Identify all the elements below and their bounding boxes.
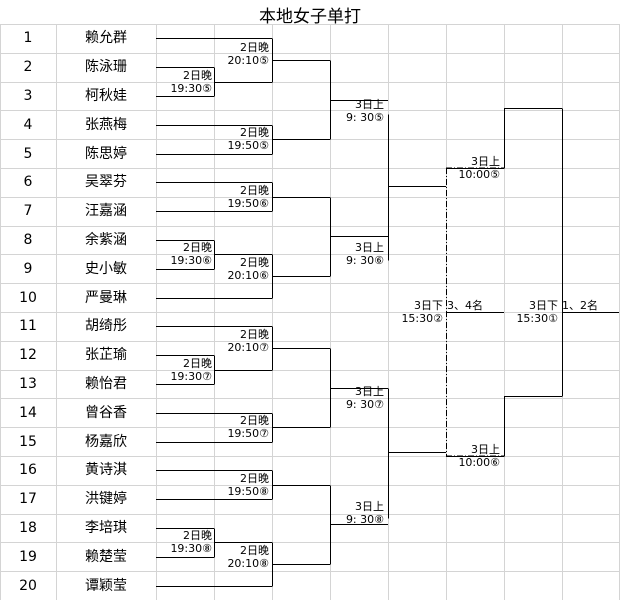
player-name: 杨嘉欣 (85, 434, 127, 450)
player-name: 余紫涵 (85, 232, 127, 248)
player-name: 张燕梅 (85, 117, 127, 133)
player-number: 3 (23, 88, 33, 104)
player-name: 赖允群 (85, 30, 127, 46)
page-title: 本地女子单打 (259, 7, 361, 27)
player-number: 17 (19, 491, 37, 507)
player-number: 18 (19, 520, 37, 536)
player-number: 5 (23, 146, 33, 162)
player-name: 吴翠芬 (85, 174, 127, 190)
player-name: 汪嘉涵 (85, 203, 127, 219)
player-number: 12 (19, 347, 37, 363)
player-name: 陈思婷 (85, 146, 127, 162)
player-name: 严曼琳 (85, 290, 127, 306)
player-number: 19 (19, 549, 37, 565)
player-name: 李培琪 (85, 520, 127, 536)
player-number: 7 (23, 203, 33, 219)
player-name: 胡绮彤 (85, 318, 127, 334)
player-number: 9 (23, 261, 33, 277)
player-name: 赖怡君 (85, 376, 127, 392)
player-number: 6 (23, 174, 33, 190)
player-number: 16 (19, 462, 37, 478)
player-name: 柯秋娃 (85, 88, 127, 104)
player-name: 陈泳珊 (85, 59, 127, 75)
player-number: 14 (19, 405, 37, 421)
third-fourth-place-label: 3、4名 (447, 299, 483, 312)
player-name: 赖楚莹 (85, 549, 127, 565)
first-second-place-label: 1、2名 (562, 299, 598, 312)
player-number: 13 (19, 376, 37, 392)
player-name: 史小敏 (85, 261, 127, 277)
player-number: 8 (23, 232, 33, 248)
player-number: 11 (19, 318, 37, 334)
player-number: 10 (19, 290, 37, 306)
player-name: 曾谷香 (85, 405, 127, 421)
player-name: 黄诗淇 (85, 462, 127, 478)
player-name: 谭颖莹 (85, 578, 127, 594)
player-number: 2 (23, 59, 33, 75)
player-number: 15 (19, 434, 37, 450)
player-number: 1 (23, 30, 33, 46)
player-number: 4 (23, 117, 33, 133)
player-name: 洪键婷 (85, 491, 127, 507)
player-name: 张芷瑜 (85, 347, 127, 363)
player-number: 20 (19, 578, 37, 594)
